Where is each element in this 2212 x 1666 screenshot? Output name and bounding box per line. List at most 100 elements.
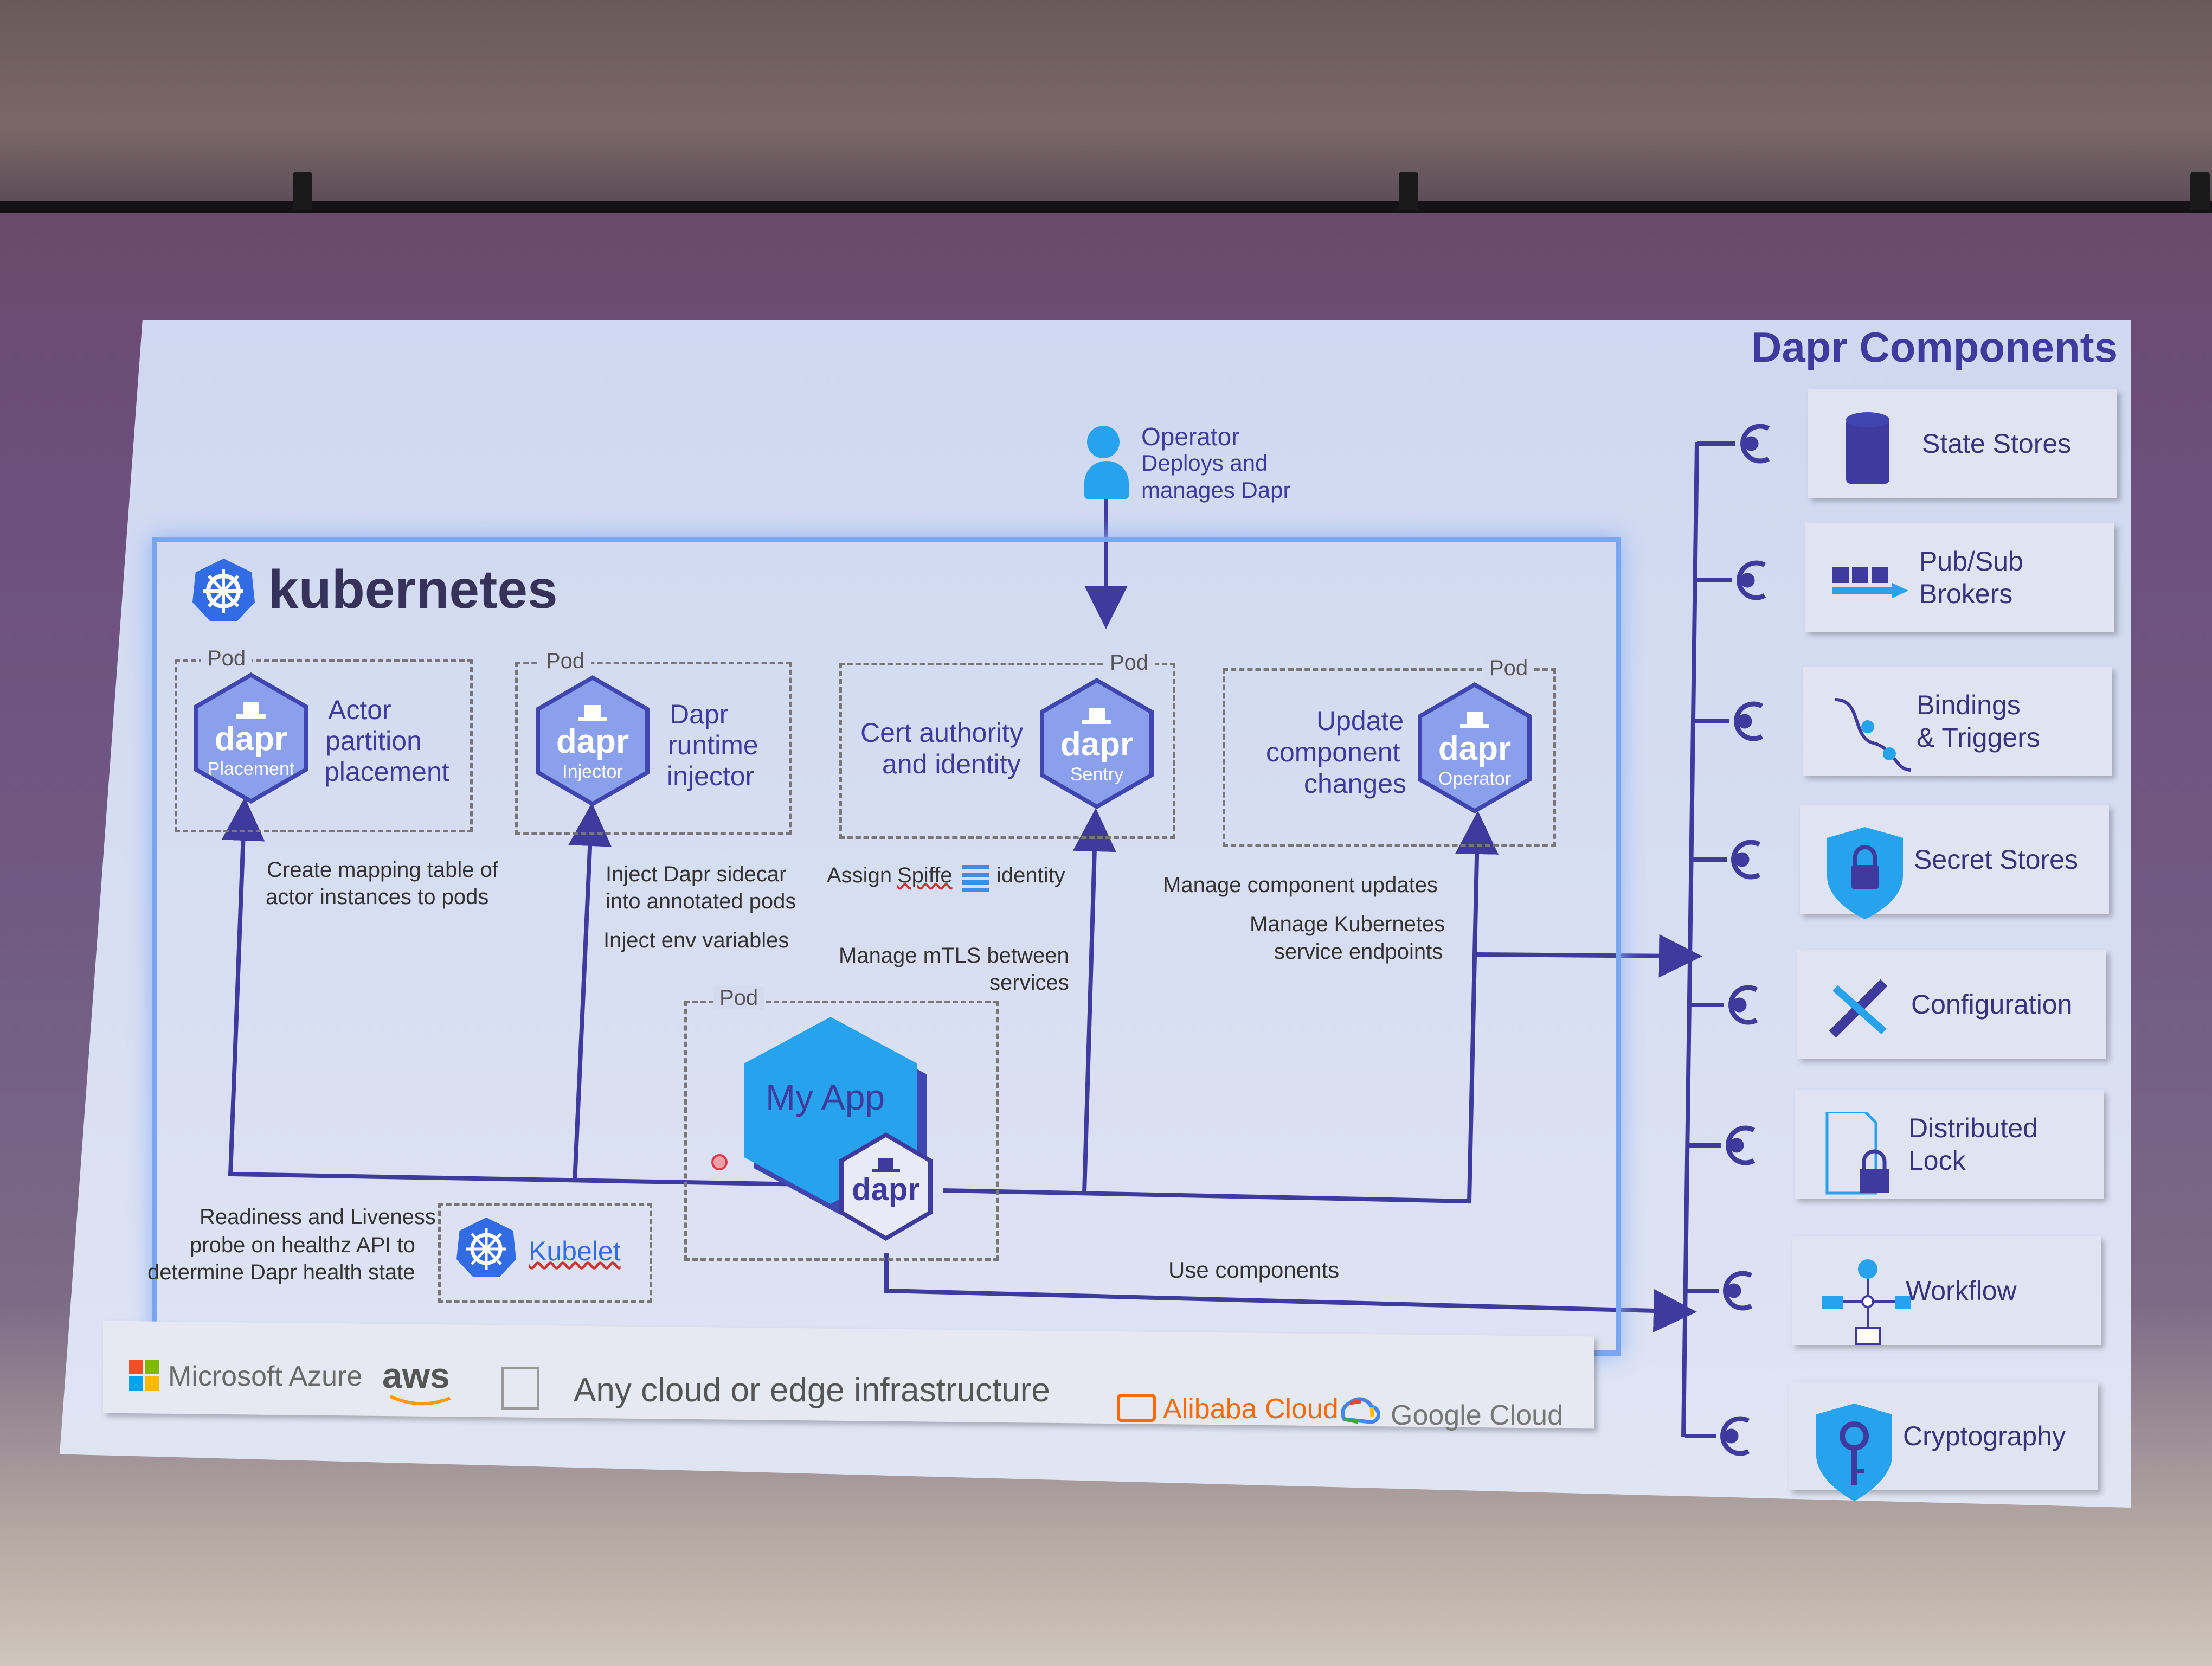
person-body xyxy=(1084,461,1129,499)
kubelet-logo-icon xyxy=(456,1218,516,1277)
plug-icon xyxy=(1830,689,1912,772)
injector-side-2: runtime xyxy=(668,730,758,760)
sidecar-dapr-label: dapr xyxy=(852,1172,920,1207)
person-icon xyxy=(1087,426,1120,458)
dapr-components-title: Dapr Components xyxy=(1751,323,2118,371)
component-configuration: Configuration xyxy=(1797,950,2106,1059)
operator-desc-2: manages Dapr xyxy=(1141,477,1291,503)
operator-note-1: Manage component updates xyxy=(1163,873,1438,897)
pod-label: Pod xyxy=(201,646,253,671)
operator-side-2: component xyxy=(1266,737,1400,767)
component-pubsub: Pub/Sub Brokers xyxy=(1805,523,2114,632)
injector-note-3: Inject env variables xyxy=(603,928,789,952)
projection-screen xyxy=(60,320,2131,1508)
component-label: State Stores xyxy=(1922,428,2072,459)
queue-arrow-icon xyxy=(1832,545,1908,610)
pod-sentry xyxy=(839,663,1175,839)
sentry-note-assign: Assign xyxy=(827,863,892,887)
sentry-note-identity: identity xyxy=(996,863,1065,887)
dapr-logo: dapr xyxy=(1438,730,1512,767)
component-workflow: Workflow xyxy=(1792,1236,2101,1345)
sentry-side-1: Cert authority xyxy=(860,717,1024,748)
component-cryptography: Cryptography xyxy=(1789,1382,2098,1501)
alibaba-logo-icon xyxy=(1117,1394,1156,1422)
component-label: Secret Stores xyxy=(1914,844,2078,875)
workflow-icon xyxy=(1819,1258,1911,1345)
pod-label: Pod xyxy=(539,649,591,674)
operator-desc-1: Deploys and xyxy=(1141,450,1268,476)
shield-key-icon xyxy=(1816,1404,1892,1501)
ceiling-rail xyxy=(0,201,2212,213)
sidecar-hat-brim xyxy=(872,1169,900,1172)
kubelet-note-1: Readiness and Liveness xyxy=(200,1205,436,1229)
placement-side-3: placement xyxy=(324,757,449,787)
dapr-logo: dapr xyxy=(214,720,288,758)
operator-title: Operator xyxy=(1141,422,1240,451)
any-cloud-label: Any cloud or edge infrastructure xyxy=(574,1372,1050,1409)
dapr-logo: dapr xyxy=(556,723,629,760)
sentry-note-3: services xyxy=(989,971,1069,995)
microsoft-logo-icon xyxy=(129,1360,159,1391)
placement-note-1: Create mapping table of xyxy=(267,858,498,882)
component-secret-stores: Secret Stores xyxy=(1800,805,2109,919)
component-label: Distributed Lock xyxy=(1908,1113,2038,1176)
google-cloud-icon xyxy=(1341,1397,1380,1424)
operator-note-3: service endpoints xyxy=(1274,940,1443,964)
kubelet-note-3: determine Dapr health state xyxy=(147,1260,415,1284)
component-label: Pub/Sub Brokers xyxy=(1919,546,2023,609)
pod-label: Pod xyxy=(713,986,765,1010)
google-cloud-label: Google Cloud xyxy=(1391,1400,1563,1431)
injector-note-1: Inject Dapr sidecar xyxy=(606,862,787,886)
placement-side-2: partition xyxy=(325,726,422,756)
kubelet-note-2: probe on healthz API to xyxy=(190,1233,415,1257)
kubernetes-logo-icon xyxy=(192,559,255,621)
operator-note-2: Manage Kubernetes xyxy=(1250,912,1445,936)
ceiling xyxy=(0,0,2212,212)
injector-note-2: into annotated pods xyxy=(606,889,796,913)
rail-clip xyxy=(293,172,312,210)
pod-operator xyxy=(1223,668,1556,847)
component-label: Workflow xyxy=(1906,1276,2017,1306)
pod-placement xyxy=(175,659,473,832)
component-state-stores: State Stores xyxy=(1808,389,2117,498)
injector-side-3: injector xyxy=(667,761,755,791)
component-label: Bindings & Triggers xyxy=(1917,690,2040,753)
database-icon xyxy=(1835,411,1900,484)
rail-clip xyxy=(1399,172,1418,210)
kubelet-box xyxy=(438,1203,652,1303)
alibaba-label: Alibaba Cloud xyxy=(1163,1393,1339,1425)
injector-side-1: Dapr xyxy=(670,699,729,729)
component-distributed-lock: Distributed Lock xyxy=(1795,1090,2104,1199)
pod-label: Pod xyxy=(1483,656,1535,681)
component-label: Cryptography xyxy=(1903,1421,2066,1451)
aws-smile-icon xyxy=(389,1395,451,1406)
building-icon xyxy=(501,1367,539,1410)
component-bindings: Bindings & Triggers xyxy=(1803,667,2112,776)
my-app-label: My App xyxy=(766,1077,885,1117)
component-label: Configuration xyxy=(1911,989,2073,1020)
dapr-logo: dapr xyxy=(1060,726,1134,763)
hex-sublabel: Sentry xyxy=(1070,764,1124,785)
placement-note-2: actor instances to pods xyxy=(266,885,489,909)
sidecar-hat xyxy=(878,1158,893,1170)
pod-label: Pod xyxy=(1103,651,1155,675)
operator-side-1: Update xyxy=(1316,706,1404,736)
hex-sublabel: Injector xyxy=(562,761,623,782)
operator-side-3: changes xyxy=(1304,768,1407,799)
aws-label: aws xyxy=(382,1355,450,1395)
pod-my-app xyxy=(684,1001,999,1261)
kubernetes-label: kubernetes xyxy=(268,559,558,620)
hex-sublabel: Placement xyxy=(207,759,295,779)
pod-injector xyxy=(515,662,792,835)
spiffe-icon xyxy=(962,865,989,892)
hex-sublabel: Operator xyxy=(1438,768,1512,789)
sentry-note-spiffe: Spiffe xyxy=(897,863,953,887)
placement-side-1: Actor xyxy=(328,695,391,725)
document-lock-icon xyxy=(1822,1110,1889,1195)
sentry-side-2: and identity xyxy=(882,749,1021,779)
